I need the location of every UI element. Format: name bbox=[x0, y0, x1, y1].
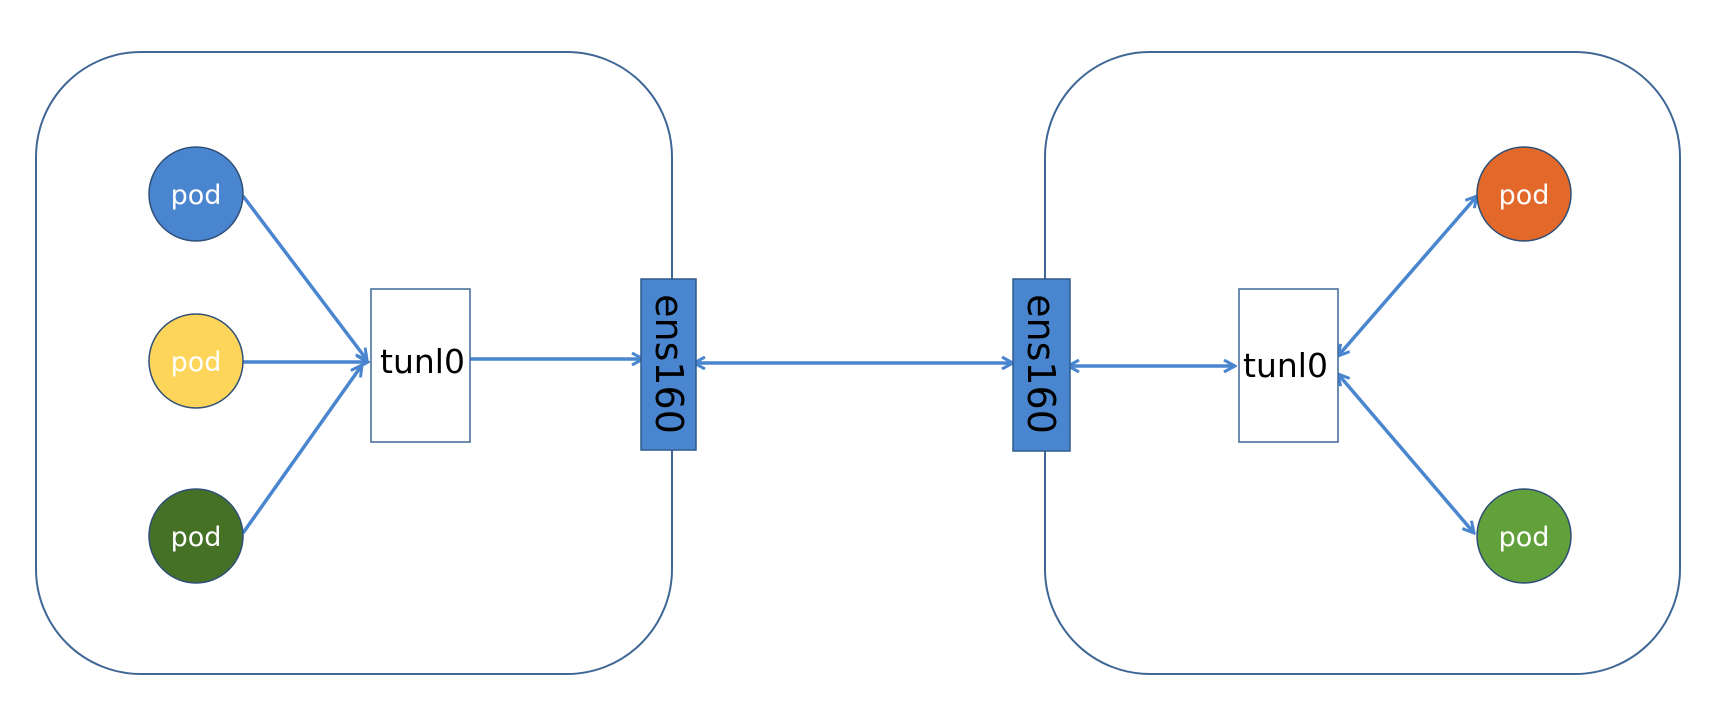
left-nic: ens160 bbox=[640, 278, 697, 451]
right-pod-1-circle bbox=[1476, 146, 1572, 242]
right-host bbox=[1044, 51, 1681, 675]
right-nic: ens160 bbox=[1012, 278, 1071, 452]
link-right-tunnel-to-pod-1 bbox=[1338, 196, 1477, 356]
left-pod-3: pod bbox=[148, 488, 244, 584]
left-tunnel-label: tunl0 bbox=[380, 342, 465, 381]
left-pod-1-circle bbox=[148, 146, 244, 242]
right-nic-box bbox=[1012, 278, 1071, 452]
left-pod-3-circle bbox=[148, 488, 244, 584]
right-nic-label: ens160 bbox=[1019, 294, 1063, 434]
right-tunnel-box bbox=[1238, 288, 1339, 443]
left-pod-1: pod bbox=[148, 146, 244, 242]
right-pod-1: pod bbox=[1476, 146, 1572, 242]
right-tunnel: tunl0 bbox=[1238, 288, 1339, 443]
right-pod-2-circle bbox=[1476, 488, 1572, 584]
link-left-pod-3-to-tunnel bbox=[241, 365, 362, 535]
left-pod-2: pod bbox=[148, 313, 244, 409]
left-pod-2-label: pod bbox=[171, 347, 222, 378]
link-right-tunnel-to-pod-2 bbox=[1338, 374, 1474, 533]
right-pod-2-label: pod bbox=[1499, 522, 1550, 553]
right-host-frame bbox=[1044, 51, 1681, 675]
left-pod-3-label: pod bbox=[171, 522, 222, 553]
left-pod-2-circle bbox=[148, 313, 244, 409]
left-tunnel: tunl0 bbox=[370, 288, 471, 443]
link-layer bbox=[241, 194, 1477, 535]
right-pod-2: pod bbox=[1476, 488, 1572, 584]
left-nic-label: ens160 bbox=[647, 294, 691, 434]
left-pod-1-label: pod bbox=[171, 180, 222, 211]
right-tunnel-label: tunl0 bbox=[1243, 346, 1328, 385]
link-left-pod-1-to-tunnel bbox=[241, 194, 367, 360]
left-nic-box bbox=[640, 278, 697, 451]
right-pod-1-label: pod bbox=[1499, 180, 1550, 211]
left-tunnel-box bbox=[370, 288, 471, 443]
